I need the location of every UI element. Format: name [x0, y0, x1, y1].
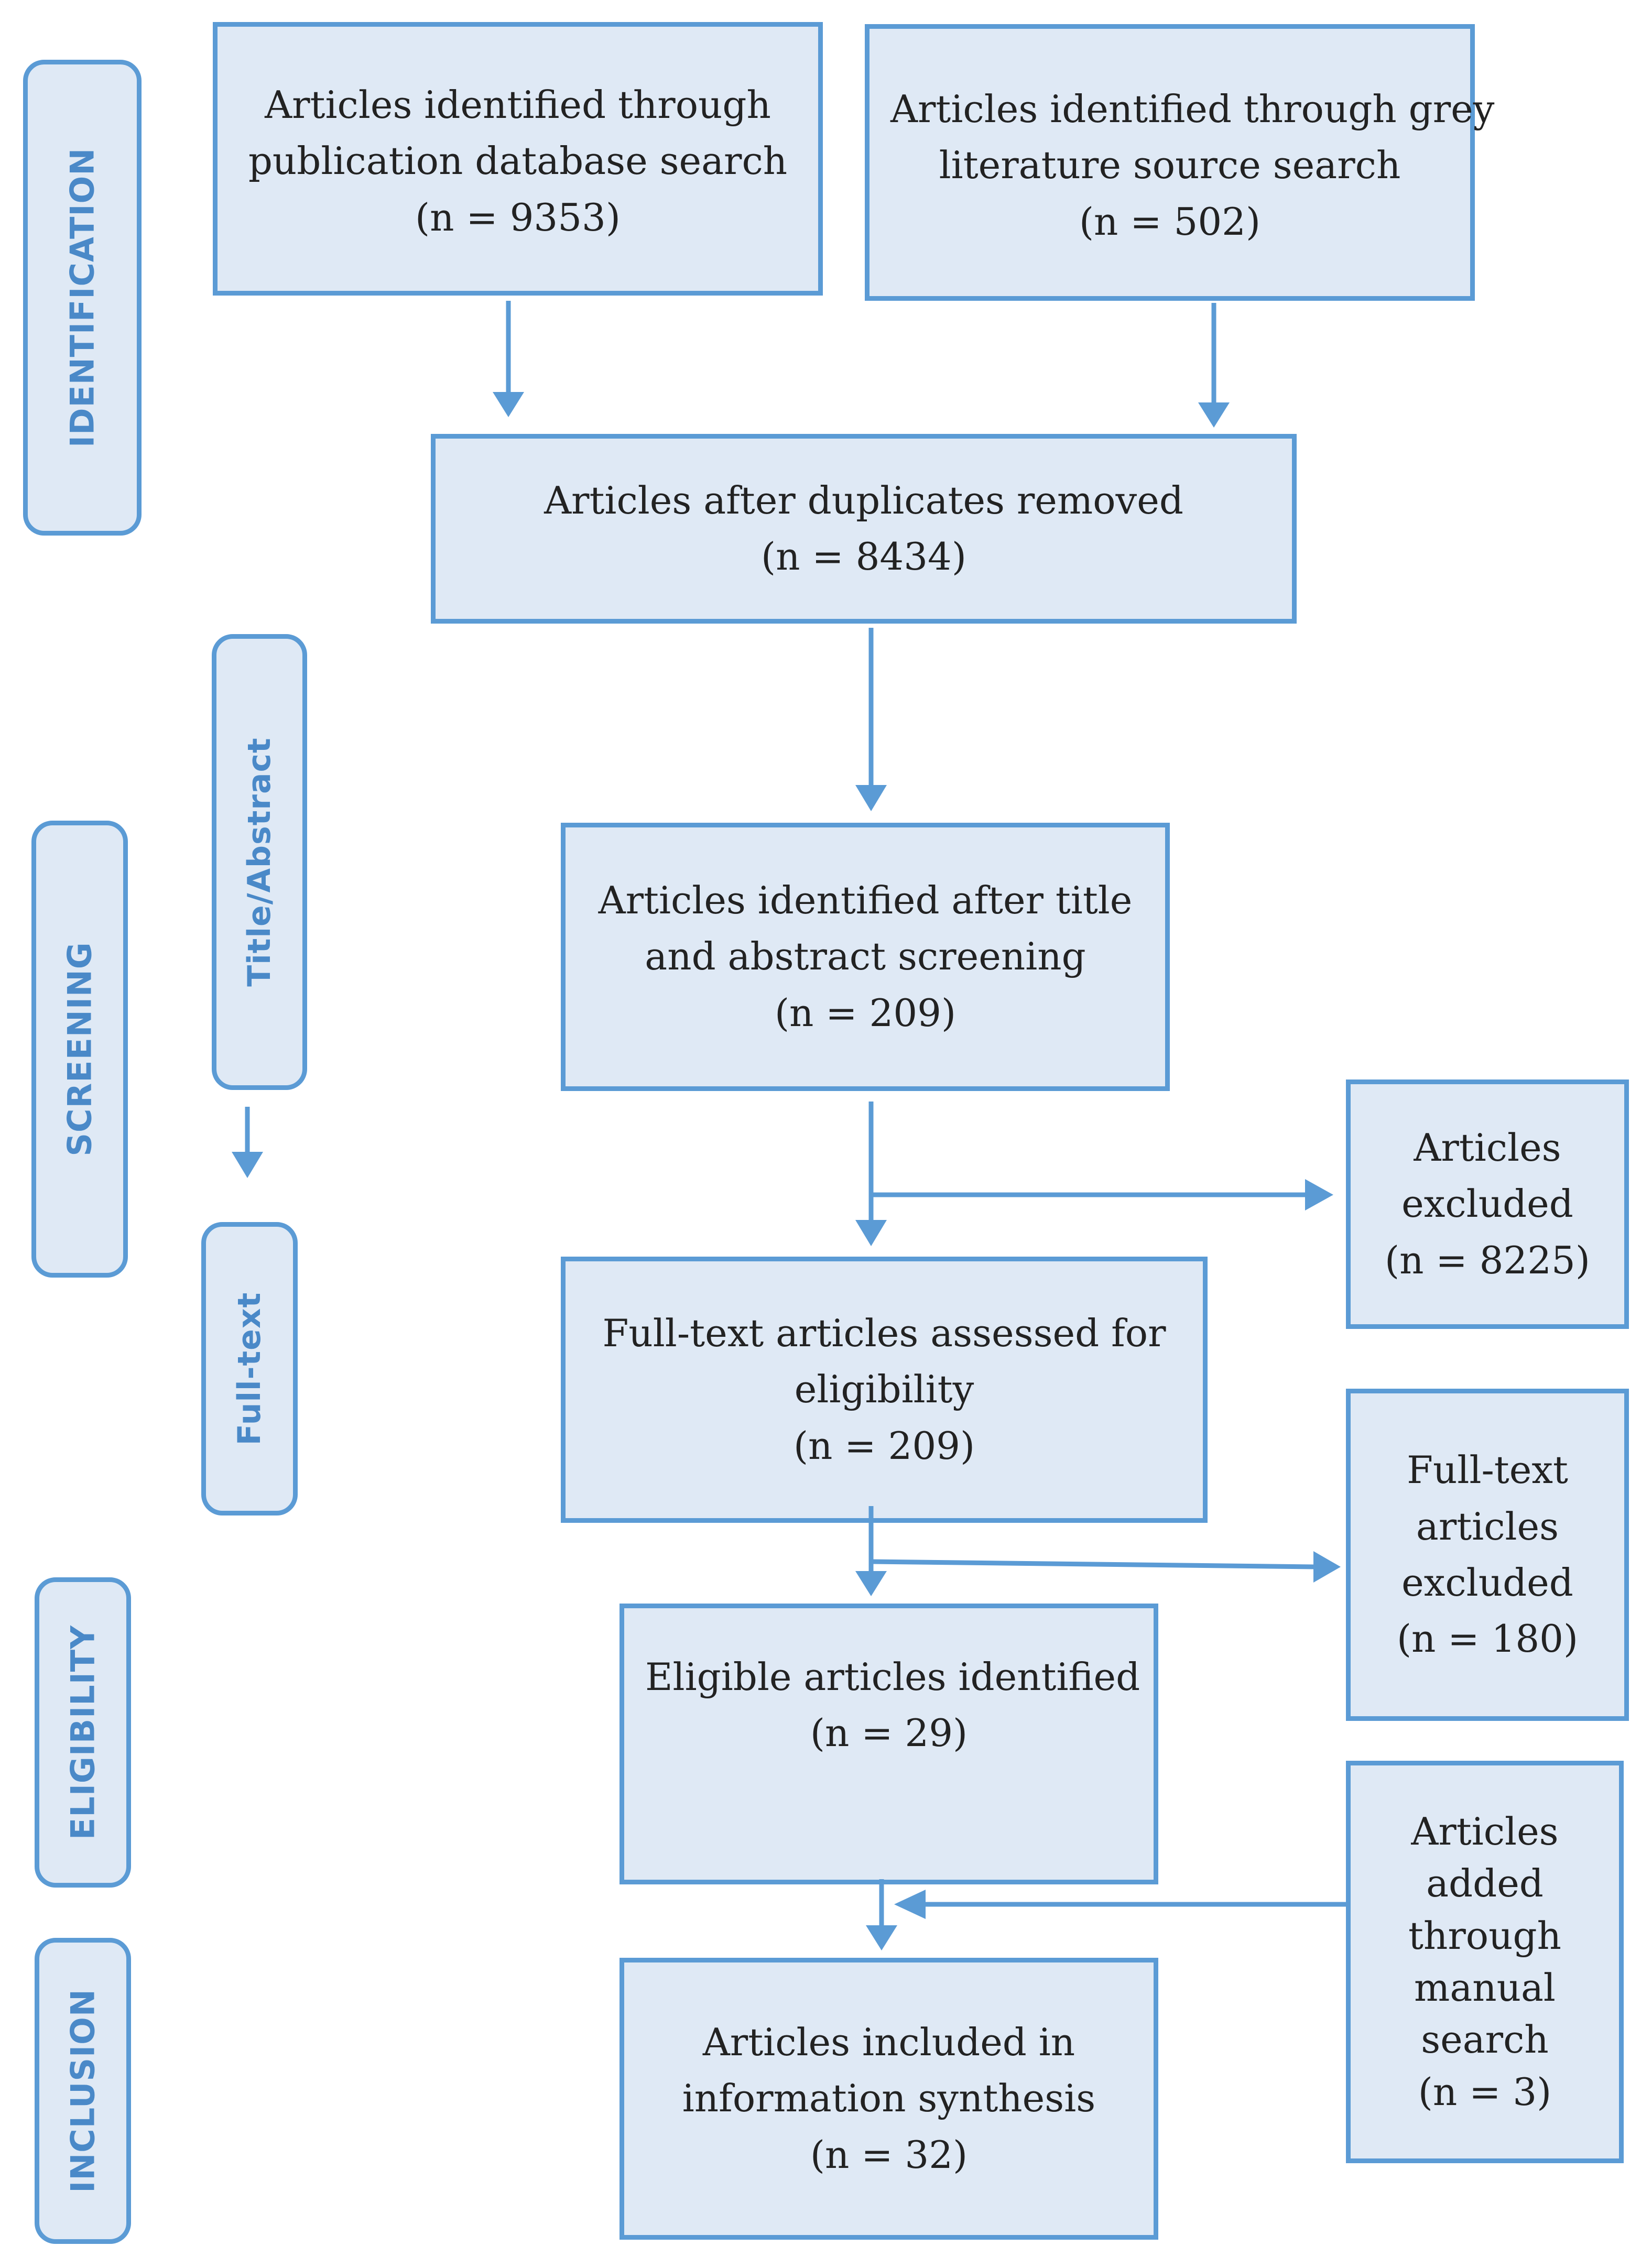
articles-excluded-box: Articles excluded (n = 8225)	[1346, 1080, 1629, 1329]
grey-literature-box: Articles identified through grey literat…	[865, 24, 1494, 301]
arrowhead-grey	[1198, 402, 1230, 428]
stage-eligibility: ELIGIBILITY	[35, 1577, 131, 1888]
stage-full-text: Full-text	[201, 1222, 298, 1515]
stage-inclusion: INCLUSION	[35, 1938, 131, 2244]
arrowhead-full-text-excluded	[1313, 1551, 1341, 1583]
duplicates-removed-box: Articles after duplicates removed (n = 8…	[431, 434, 1297, 624]
arrowhead-full-text	[855, 1571, 887, 1596]
full-text-excluded-box: Full-text articles excluded (n = 180)	[1346, 1389, 1629, 1721]
title-abstract-screening-box: Articles identified after title and abst…	[561, 823, 1170, 1091]
eligible-articles-box: Eligible articles identified (n = 29)	[620, 1604, 1158, 1884]
arrowhead-eligible	[866, 1925, 897, 1950]
stage-title-abstract: Title/Abstract	[212, 634, 307, 1090]
arrowhead-database	[493, 392, 524, 417]
arrowhead-excluded	[1305, 1179, 1333, 1211]
full-text-assessed-box: Full-text articles assessed for eligibil…	[561, 1257, 1208, 1523]
stage-identification: IDENTIFICATION	[23, 60, 142, 536]
arrowhead-screening	[855, 1220, 887, 1246]
arrowhead-title-abstract	[232, 1152, 263, 1178]
included-synthesis-box: Articles included in information synthes…	[620, 1958, 1158, 2240]
arrowhead-duplicates	[855, 785, 887, 811]
line-to-full-text-excluded	[871, 1559, 1315, 1569]
manual-search-box: Articles added through manual search (n …	[1346, 1761, 1624, 2163]
arrowhead-manual	[894, 1890, 926, 1919]
stage-screening: SCREENING	[31, 821, 128, 1278]
database-search-box: Articles identified through publication …	[213, 22, 823, 296]
